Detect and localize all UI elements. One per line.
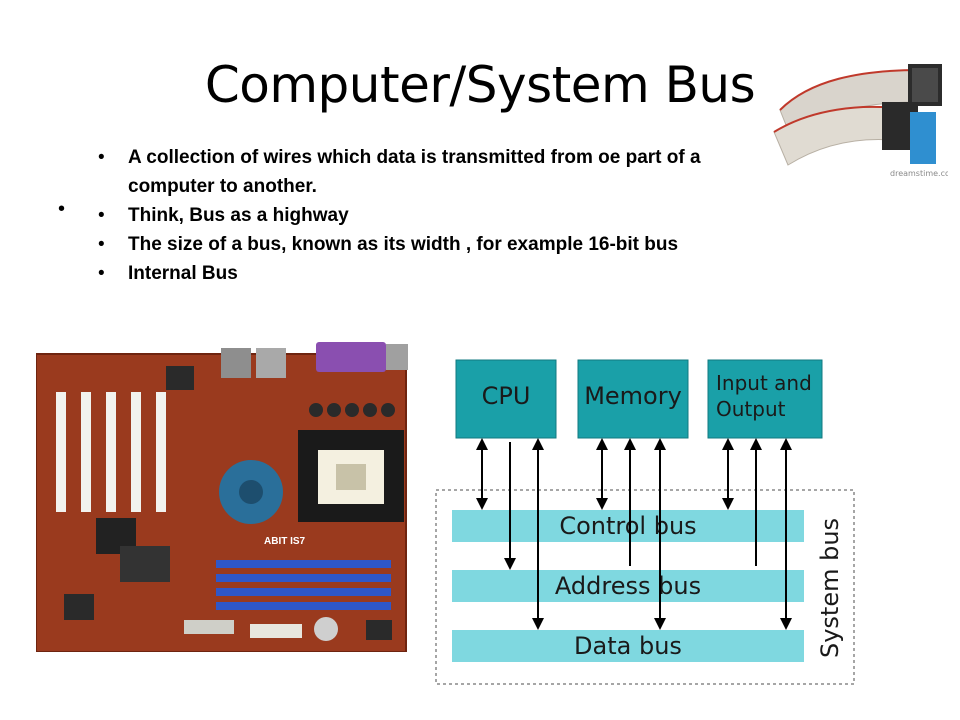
bullet-item: The size of a bus, known as its width , … (96, 230, 776, 259)
bullet-list: A collection of wires which data is tran… (96, 143, 776, 288)
io-label-line1: Input and (716, 371, 812, 395)
slide-title: Computer/System Bus (180, 56, 780, 114)
bullet-item: A collection of wires which data is tran… (96, 143, 776, 201)
data-bus-label: Data bus (574, 632, 682, 660)
address-bus-label: Address bus (555, 572, 701, 600)
bullet-item: Think, Bus as a highway (96, 201, 776, 230)
io-label-line2: Output (716, 397, 786, 421)
bullet-item: Internal Bus (96, 259, 776, 288)
ribbon-cable-image: dreamstime.com (770, 40, 948, 180)
system-bus-label: System bus (816, 518, 844, 658)
control-bus-label: Control bus (559, 512, 696, 540)
motherboard-image: ABIT IS7 (36, 342, 412, 652)
stray-bullet: • (58, 198, 65, 221)
memory-label: Memory (584, 382, 682, 410)
watermark-text: dreamstime.com (890, 169, 948, 178)
system-bus-diagram: CPU Memory Input and Output Control bus … (430, 352, 860, 692)
cpu-label: CPU (482, 382, 531, 410)
board-brand-label: ABIT IS7 (264, 536, 306, 547)
